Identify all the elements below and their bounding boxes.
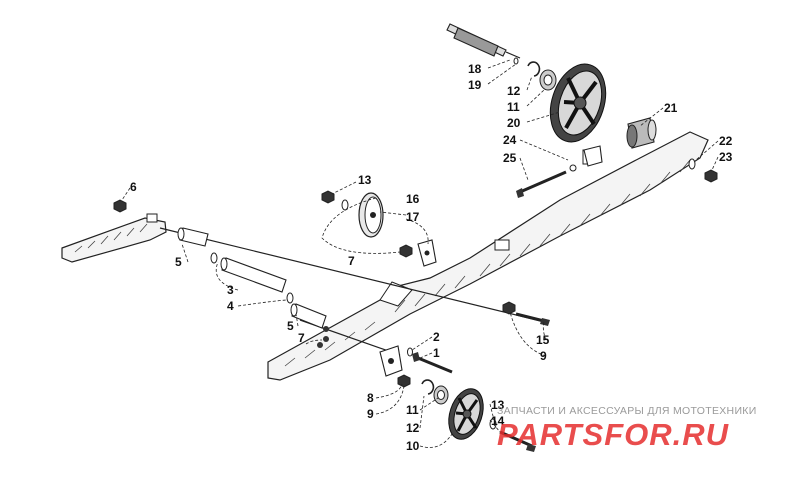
label-19: 19 xyxy=(468,78,482,92)
label-12-upper: 12 xyxy=(507,84,521,98)
main-slide-rail xyxy=(267,131,709,381)
label-1: 1 xyxy=(433,346,440,360)
bracket-24 xyxy=(569,145,603,172)
label-9-lower: 9 xyxy=(367,407,374,421)
bolt-25 xyxy=(516,170,567,198)
nut-6 xyxy=(113,199,127,213)
watermark-logo: PARTSFOR.RU xyxy=(497,417,730,452)
label-23: 23 xyxy=(719,150,733,164)
label-16: 16 xyxy=(406,192,420,206)
snap-ring-12-lower xyxy=(421,379,435,395)
washer-22-nut-23 xyxy=(688,158,718,183)
bearing-11-upper xyxy=(539,69,557,91)
bearing-11-lower xyxy=(433,385,449,405)
label-9-right: 9 xyxy=(540,349,547,363)
watermark-caption: ЗАПЧАСТИ И АКСЕССУАРЫ ДЛЯ МОТОТЕХНИКИ xyxy=(497,405,757,417)
idler-wheel-10 xyxy=(448,388,484,440)
spacer-tube-3 xyxy=(220,257,287,293)
label-11-lower: 11 xyxy=(406,403,419,417)
label-17: 17 xyxy=(406,210,420,224)
label-15: 15 xyxy=(536,333,550,347)
bolt-9-lower xyxy=(397,374,411,388)
label-21: 21 xyxy=(664,101,678,115)
label-5-right: 5 xyxy=(287,319,294,333)
bolt-1 xyxy=(407,347,453,374)
label-13-upper: 13 xyxy=(358,173,372,187)
label-3: 3 xyxy=(227,283,234,297)
label-6: 6 xyxy=(130,180,137,194)
left-rail-segment xyxy=(61,213,167,263)
label-5-left: 5 xyxy=(175,255,182,269)
label-14: 14 xyxy=(491,414,505,428)
label-7-lower: 7 xyxy=(298,331,305,345)
label-18: 18 xyxy=(468,62,482,76)
label-22: 22 xyxy=(719,134,733,148)
label-10: 10 xyxy=(406,439,420,453)
hub-21 xyxy=(626,117,657,149)
label-24: 24 xyxy=(503,133,517,147)
snap-ring-12-upper xyxy=(527,61,541,77)
label-7-upper: 7 xyxy=(348,254,355,268)
bracket-8 xyxy=(379,345,403,377)
nuts-7-lower xyxy=(317,326,329,348)
label-8: 8 xyxy=(367,391,374,405)
spacer-tube-5-right xyxy=(290,303,327,329)
label-25: 25 xyxy=(503,151,517,165)
label-20: 20 xyxy=(507,116,521,130)
nut-7-upper xyxy=(399,244,413,258)
leader-lines xyxy=(121,59,719,448)
label-4: 4 xyxy=(227,299,234,313)
idler-wheel-20 xyxy=(549,63,607,143)
label-12-lower: 12 xyxy=(406,421,420,435)
bolt-15 xyxy=(502,301,550,326)
label-11-upper: 11 xyxy=(507,100,520,114)
bracket-17 xyxy=(417,239,437,267)
idler-wheel-16 xyxy=(321,190,384,238)
part-labels: 18 19 12 11 20 21 24 25 22 23 6 13 16 17… xyxy=(130,62,733,453)
label-2: 2 xyxy=(433,330,440,344)
washers-4 xyxy=(210,252,294,304)
label-13-lower: 13 xyxy=(491,398,505,412)
spacer-tube-5-left xyxy=(177,227,209,247)
shaft-18 xyxy=(446,23,521,65)
